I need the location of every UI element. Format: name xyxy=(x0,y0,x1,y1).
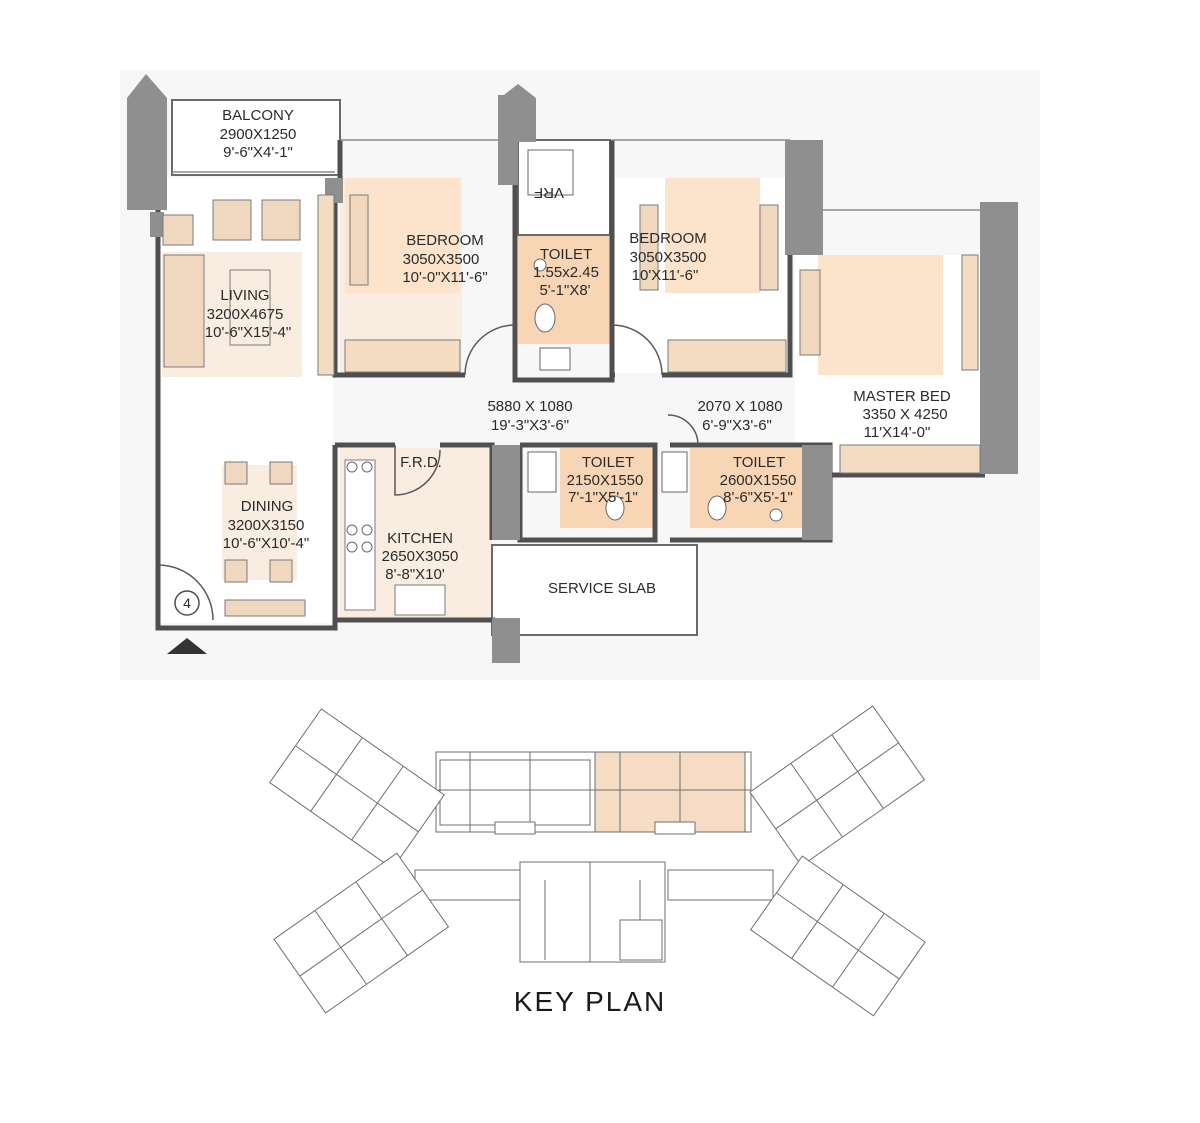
living-dim-ft: 10'-6"X15'-4" xyxy=(205,324,291,341)
key-wing-bottom-left xyxy=(273,852,450,1014)
entry-arrow-icon xyxy=(167,638,207,654)
furniture xyxy=(162,194,821,617)
toilet2-dim-ft: 7'-1"X5'-1" xyxy=(568,489,638,506)
master-name: MASTER BED xyxy=(853,388,951,405)
vrf-label-group: VRF xyxy=(534,184,564,201)
key-corridor-right xyxy=(667,869,774,901)
vrf-shaft xyxy=(517,139,611,236)
bedroom2-dim-ft: 10'X11'-6" xyxy=(632,267,699,284)
toilet2-dim-mm: 2150X1550 xyxy=(567,472,644,489)
kitchen-dim-ft: 8'-8"X10' xyxy=(385,566,445,583)
key-wing-top-right xyxy=(749,705,926,867)
kitchen-name: KITCHEN xyxy=(387,530,453,547)
walls xyxy=(155,140,985,631)
key-corridor-left xyxy=(414,869,521,901)
doors xyxy=(157,324,699,621)
key-wing-bottom-right xyxy=(749,855,926,1017)
toilet1-dim-ft: 5'-1"X8' xyxy=(539,282,590,299)
toilet1-name: TOILET xyxy=(540,246,592,263)
passage1-dim-mm: 5880 X 1080 xyxy=(487,398,572,415)
master-bed xyxy=(818,255,943,375)
service-slab-area xyxy=(491,544,698,636)
passage2-dim-ft: 6'-9"X3'-6" xyxy=(702,417,772,434)
columns xyxy=(127,74,1018,663)
kitchen-hob xyxy=(346,461,373,553)
living-name: LIVING xyxy=(220,287,269,304)
living-dim-mm: 3200X4675 xyxy=(207,306,284,323)
balcony-area xyxy=(171,99,341,176)
key-highlight-unit xyxy=(594,751,746,833)
dining-name: DINING xyxy=(241,498,294,515)
key-plan-title: KEY PLAN xyxy=(513,986,667,1017)
main-floor-plan: 4 BALCONY 2900X1250 9'-6"X4'-1" LIVING 3… xyxy=(120,70,1040,680)
kitchen-dim-mm: 2650X3050 xyxy=(382,548,459,565)
vrf-label: VRF xyxy=(534,184,564,201)
toilet3-name: TOILET xyxy=(733,454,785,471)
bedroom1-dim-ft: 10'-0"X11'-6" xyxy=(402,269,487,286)
unit-number: 4 xyxy=(183,595,191,611)
service-slab-label: SERVICE SLAB xyxy=(548,580,656,597)
toilet1-area xyxy=(518,236,610,344)
key-plan xyxy=(269,705,926,1017)
unit-number-circle xyxy=(174,590,200,616)
toilet3-dim-mm: 2600X1550 xyxy=(720,472,797,489)
passage1-dim-ft: 19'-3"X3'-6" xyxy=(491,417,569,434)
fixtures xyxy=(527,149,783,522)
toilet3-area xyxy=(690,448,802,528)
toilet3-dim-ft: 8'-6"X5'-1" xyxy=(723,489,793,506)
passage2-dim-mm: 2070 X 1080 xyxy=(697,398,782,415)
key-wing-top-left xyxy=(269,708,445,870)
balcony-dim-mm: 2900X1250 xyxy=(220,126,297,143)
bedroom2-dim-mm: 3050X3500 xyxy=(630,249,707,266)
bedroom2-bed xyxy=(665,178,760,293)
balcony-name: BALCONY xyxy=(222,107,294,124)
dining-dim-mm: 3200X3150 xyxy=(228,517,305,534)
bedroom1-name: BEDROOM xyxy=(406,232,484,249)
master-dim-ft: 11'X14'-0" xyxy=(864,424,931,441)
master-dim-mm: 3350 X 4250 xyxy=(862,406,947,423)
balcony-dim-ft: 9'-6"X4'-1" xyxy=(223,144,293,161)
toilet2-name: TOILET xyxy=(582,454,634,471)
dining-dim-ft: 10'-6"X10'-4" xyxy=(223,535,309,552)
wardrobes xyxy=(317,194,981,474)
frd-label: F.R.D. xyxy=(400,454,442,471)
toilet1-dim-mm: 1.55x2.45 xyxy=(533,264,599,281)
bedroom2-name: BEDROOM xyxy=(629,230,707,247)
bedroom1-dim-mm: 3050X3500 xyxy=(403,251,480,268)
